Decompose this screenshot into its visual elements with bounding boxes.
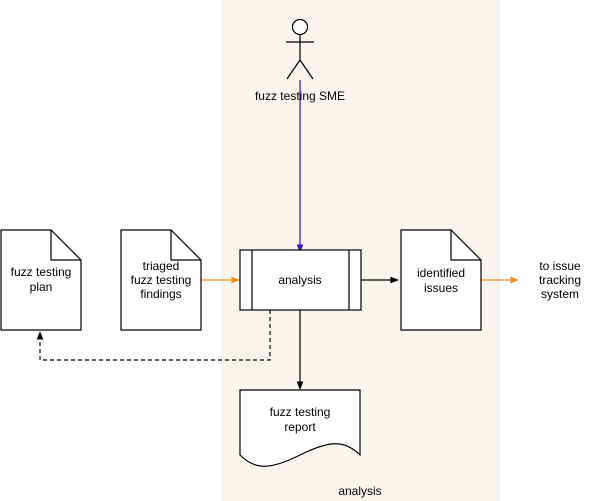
findings-label-line1: triaged <box>143 259 180 273</box>
plan-label-line2: plan <box>30 280 53 294</box>
analysis-to-plan-dashed-arrow <box>36 310 271 361</box>
report-label-line1: fuzz testing <box>270 405 331 419</box>
report-label-line2: report <box>284 420 316 434</box>
issues-label-line1: identified <box>417 266 465 280</box>
tracking-label-line1: to issue <box>539 259 581 273</box>
tracking-label-line2: tracking <box>539 273 581 287</box>
identified-issues-document: identified issues <box>400 229 482 331</box>
plan-label-line1: fuzz testing <box>11 265 72 279</box>
fuzz-testing-report-document: fuzz testing report <box>239 389 361 467</box>
tracking-label-line3: system <box>541 287 579 301</box>
swimlane-label: analysis <box>338 484 381 498</box>
person-icon <box>291 18 309 36</box>
fuzz-testing-plan-document: fuzz testing plan <box>0 229 82 331</box>
issues-label-line2: issues <box>424 281 458 295</box>
findings-label-line2: fuzz testing <box>131 273 192 287</box>
sme-actor <box>286 18 314 80</box>
analysis-process-label: analysis <box>278 273 321 287</box>
findings-label-line3: findings <box>140 287 181 301</box>
analysis-process-box: analysis <box>239 249 362 311</box>
triaged-findings-document: triaged fuzz testing findings <box>120 229 202 331</box>
